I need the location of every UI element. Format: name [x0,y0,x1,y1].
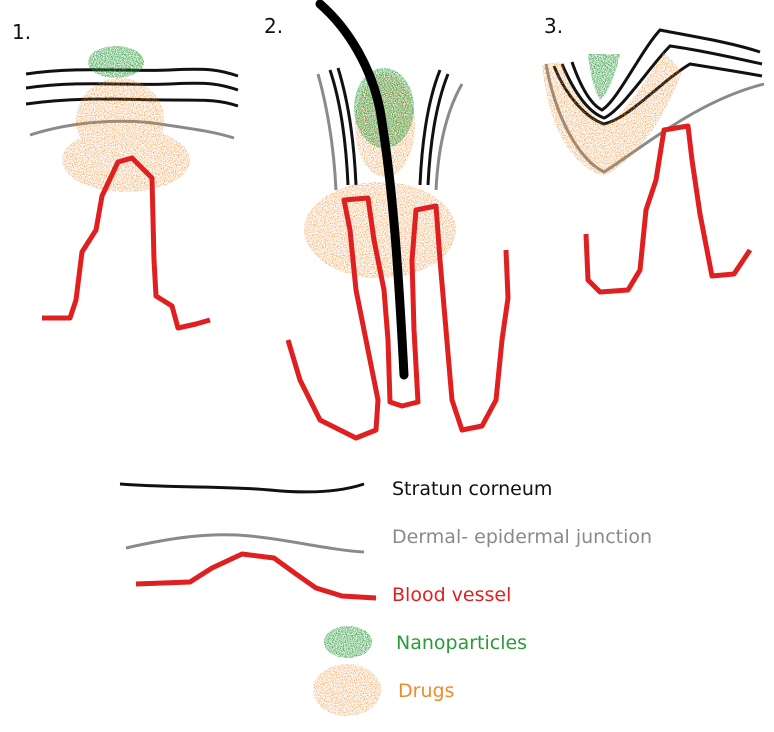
nanoparticles-cluster [88,46,144,78]
legend-label-stratum-corneum: Stratun corneum [392,478,553,500]
panel-3 [542,28,765,295]
legend [119,482,381,716]
blood-vessel-loops [285,195,511,441]
panel-number-3: 3. [544,14,564,38]
legend-label-blood-vessel: Blood vessel [392,584,512,606]
blood-vessel-loop [583,123,753,295]
panel-number-1: 1. [12,20,32,44]
drugs-cloud [542,52,682,176]
legend-label-nanoparticles: Nanoparticles [396,632,528,654]
legend-junction-line [125,533,365,554]
legend-stratum-line [119,482,365,494]
panel-1 [25,46,239,331]
nanoparticles-cluster [588,54,620,100]
legend-label-drugs: Drugs [398,680,455,702]
panel-2 [285,0,511,441]
legend-label-dermal-epidermal-junction: Dermal- epidermal junction [392,526,653,548]
hair-shaft [315,0,409,380]
dermal-epidermal-junction-follicle-lines [316,73,464,191]
drugs-cloud [62,78,190,192]
legend-drugs-swatch [313,664,381,716]
panel-number-2: 2. [264,14,284,38]
stratum-corneum-follicle-lines [328,67,450,186]
stratum-corneum-lines [25,67,239,108]
legend-nanoparticles-swatch [324,626,372,658]
legend-vessel-line [135,551,377,601]
blood-vessel-loop [42,155,211,331]
